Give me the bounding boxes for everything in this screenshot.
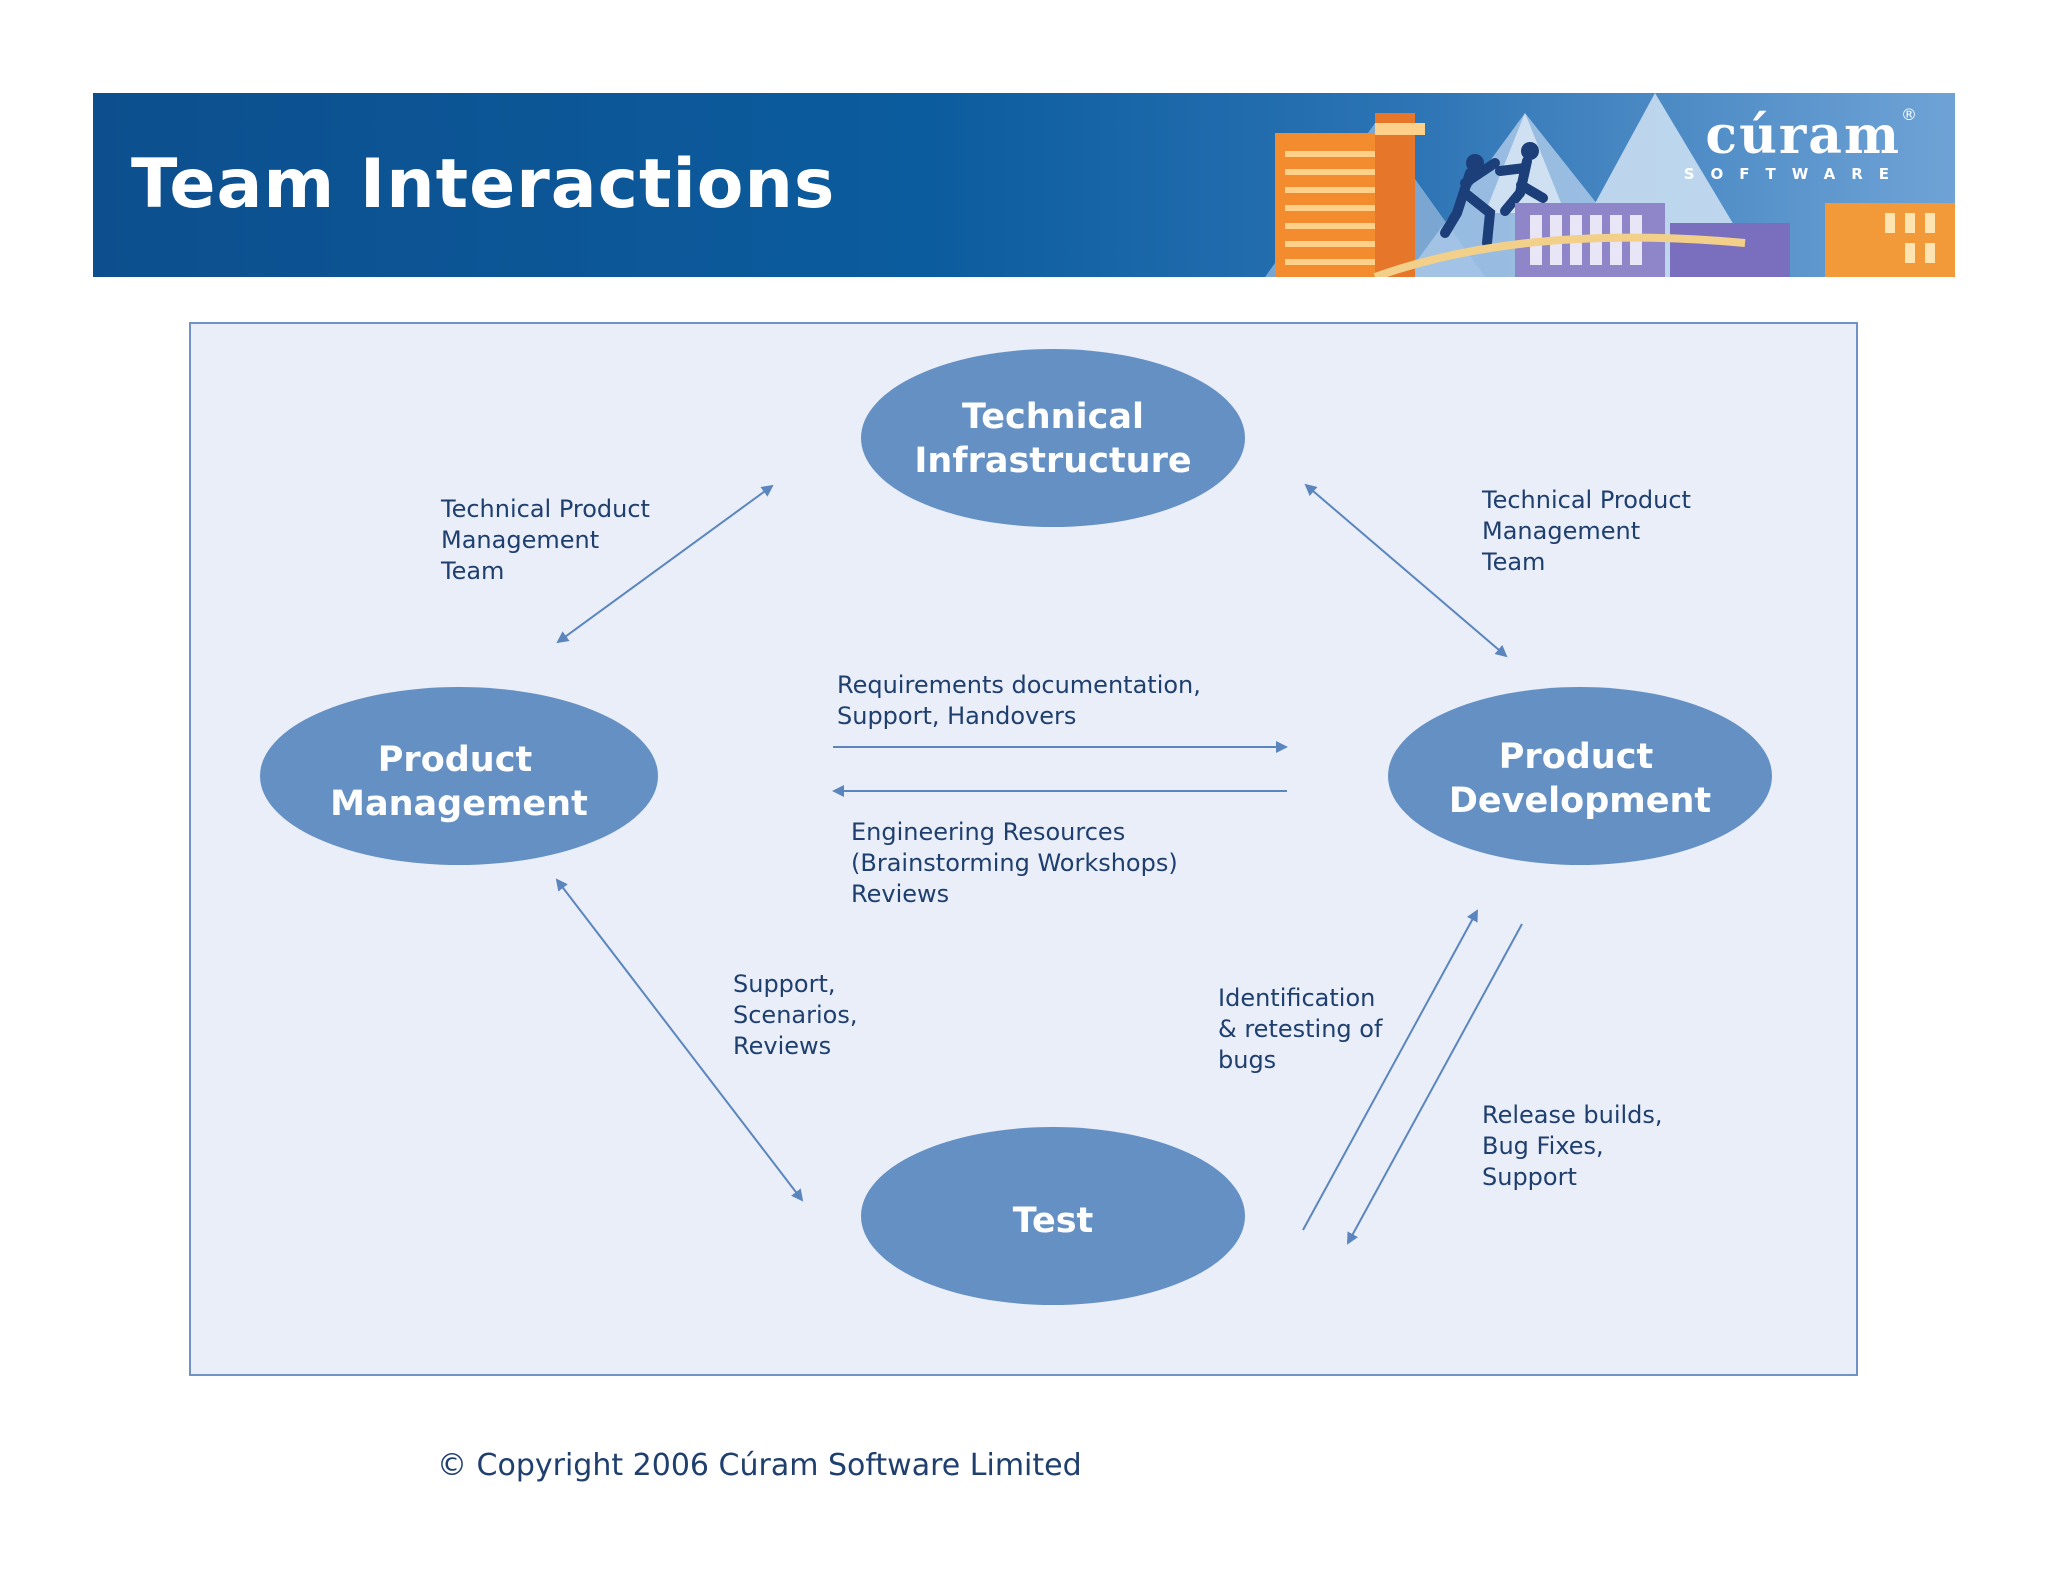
node-product-development: Product Development bbox=[1388, 687, 1772, 865]
edge-label-line: (Brainstorming Workshops) bbox=[851, 849, 1178, 877]
edge-label-line: Reviews bbox=[851, 880, 949, 908]
edge-label-line: Scenarios, bbox=[733, 1001, 857, 1029]
logo-subtitle: SOFTWARE bbox=[1683, 165, 1905, 183]
arrow-ti-pd bbox=[1304, 483, 1508, 658]
edge-label-line: Release builds, bbox=[1482, 1101, 1663, 1129]
banner-cityscape-illustration bbox=[1265, 93, 1955, 277]
edge-label-line: Support, bbox=[733, 970, 836, 998]
edge-label-line: Reviews bbox=[733, 1032, 831, 1060]
arrow-pm-ti bbox=[556, 484, 774, 644]
edge-label-line: Identification bbox=[1218, 984, 1375, 1012]
node-technical-infrastructure: Technical Infrastructure bbox=[861, 349, 1245, 527]
edge-label-line: Technical Product bbox=[1481, 486, 1691, 514]
registered-mark: ® bbox=[1901, 105, 1917, 124]
node-label-line: Management bbox=[330, 784, 588, 824]
edge-label-line: Team bbox=[1481, 548, 1545, 576]
arrow-test-to-pd bbox=[1302, 909, 1478, 1231]
node-label-line: Technical bbox=[962, 397, 1144, 437]
edge-label-requirements: Requirements documentation, Support, Han… bbox=[837, 671, 1201, 730]
node-label-line: Infrastructure bbox=[914, 441, 1191, 481]
arrow-pm-test bbox=[555, 878, 804, 1202]
edge-label-line: Requirements documentation, bbox=[837, 671, 1201, 699]
node-product-management: Product Management bbox=[260, 687, 658, 865]
edge-label-line: bugs bbox=[1218, 1046, 1276, 1074]
edge-label-line: Engineering Resources bbox=[851, 818, 1125, 846]
copyright-notice: © Copyright 2006 Cúram Software Limited bbox=[437, 1448, 1082, 1483]
edge-label-line: Management bbox=[1482, 517, 1640, 545]
arrow-pd-to-test bbox=[1347, 923, 1523, 1245]
edge-label-identification: Identification & retesting of bugs bbox=[1218, 984, 1383, 1074]
edge-label-line: Bug Fixes, bbox=[1482, 1132, 1604, 1160]
edge-label-tpm-left: Technical Product Management Team bbox=[440, 495, 650, 585]
page-title: Team Interactions bbox=[131, 145, 836, 224]
edge-label-line: Support bbox=[1482, 1163, 1577, 1191]
edge-label-line: Management bbox=[441, 526, 599, 554]
edge-label-line: Technical Product bbox=[440, 495, 650, 523]
edge-label-support-scenarios: Support, Scenarios, Reviews bbox=[733, 970, 857, 1060]
edge-label-release: Release builds, Bug Fixes, Support bbox=[1482, 1101, 1663, 1191]
node-label-line: Product bbox=[1499, 737, 1653, 777]
node-test: Test bbox=[861, 1127, 1245, 1305]
node-label-line: Test bbox=[1013, 1201, 1094, 1241]
edge-label-tpm-right: Technical Product Management Team bbox=[1481, 486, 1691, 576]
edge-label-line: Support, Handovers bbox=[837, 702, 1076, 730]
edge-label-engineering: Engineering Resources (Brainstorming Wor… bbox=[851, 818, 1178, 908]
node-label-line: Development bbox=[1449, 781, 1711, 821]
curam-logo: cúram bbox=[1705, 105, 1901, 166]
edge-label-line: & retesting of bbox=[1218, 1015, 1383, 1043]
header-banner: Team Interactions bbox=[93, 93, 1955, 277]
node-label-line: Product bbox=[378, 740, 532, 780]
edge-label-line: Team bbox=[440, 557, 504, 585]
